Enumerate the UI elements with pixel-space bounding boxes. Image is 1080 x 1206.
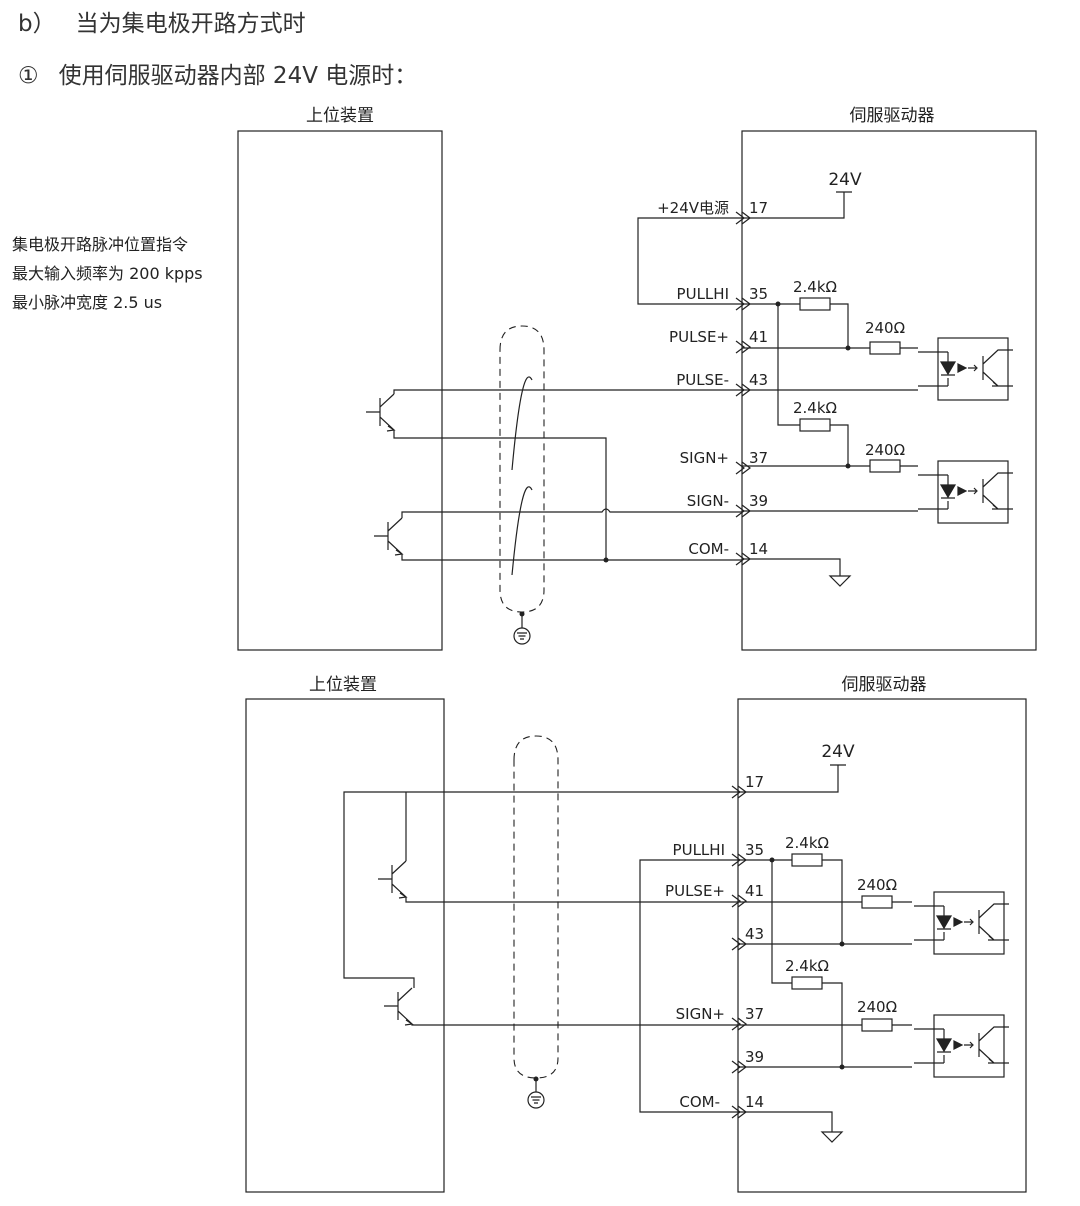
signal-label-pullhi: PULLHI <box>673 841 725 859</box>
optocoupler-sign-icon <box>913 1014 1010 1078</box>
resistor-2k4-pulse-label: 2.4kΩ <box>793 278 837 296</box>
pin-37: 37 <box>745 1005 764 1023</box>
resistor-2k4-sign-label: 2.4kΩ <box>785 957 829 975</box>
signal-label-sign-plus: SIGN+ <box>676 1005 725 1023</box>
transistor-sign-icon <box>373 517 403 556</box>
transistor-sign-icon <box>383 987 413 1026</box>
cable-shield <box>513 735 559 1079</box>
pulse-spec-note: 集电极开路脉冲位置指令 最大输入频率为 200 kpps 最小脉冲宽度 2.5 … <box>12 230 203 317</box>
transistor-pulse-icon <box>365 393 395 432</box>
pin-17: 17 <box>745 773 764 791</box>
pin-35: 35 <box>749 285 768 303</box>
signal-label-sign-plus: SIGN+ <box>680 449 729 467</box>
pullhi-internal <box>738 859 843 944</box>
drive-label: 伺服驱动器 <box>850 106 935 126</box>
resistor-240-pulse-label: 240Ω <box>857 876 897 894</box>
subsection-title: 使用伺服驱动器内部 24V 电源时： <box>58 63 418 89</box>
section-title: 当为集电极开路方式时 <box>75 11 306 37</box>
host-sign-emitter <box>411 1024 738 1026</box>
note-line-3: 最小脉冲宽度 2.5 us <box>12 293 163 312</box>
subsection-heading-1: ① 使用伺服驱动器内部 24V 电源时： <box>18 56 417 90</box>
host-pulse-collector <box>393 389 742 394</box>
resistor-240-sign <box>869 459 901 473</box>
com-ground <box>742 558 852 587</box>
signal-label-sign-minus: SIGN- <box>687 492 729 510</box>
host-pulse-emitter <box>405 897 738 903</box>
pullhi-com-jumper <box>639 859 738 1113</box>
pin-37: 37 <box>749 449 768 467</box>
note-line-1: 集电极开路脉冲位置指令 <box>12 235 189 254</box>
signal-label-com-minus: COM- <box>688 540 729 558</box>
optocoupler-sign-icon <box>917 460 1014 524</box>
pin-39: 39 <box>745 1048 764 1066</box>
pin-43: 43 <box>745 925 764 943</box>
signal-label-pulse-plus: PULSE+ <box>669 328 729 346</box>
optocoupler-pulse-icon <box>913 891 1010 955</box>
resistor-240-sign-label: 240Ω <box>865 441 905 459</box>
pullhi-jumper-wire <box>637 217 742 305</box>
pin-41: 41 <box>749 328 768 346</box>
host-device-box <box>245 698 445 1193</box>
transistor-pulse-icon <box>377 860 407 899</box>
resistor-240-sign-label: 240Ω <box>857 998 897 1016</box>
resistor-240-sign <box>861 1018 893 1032</box>
resistor-2k4-sign-label: 2.4kΩ <box>793 399 837 417</box>
servo-drive-box <box>737 698 1027 1193</box>
pullhi-internal <box>742 303 849 348</box>
host-label: 上位装置 <box>306 106 374 126</box>
twisted-pair-marks <box>511 376 533 576</box>
host-pulse-emitter <box>393 430 742 561</box>
pin-14: 14 <box>745 1093 764 1111</box>
supply-24v-wire <box>742 191 852 219</box>
supply-24v-label: 24V <box>828 170 862 190</box>
resistor-240-pulse-label: 240Ω <box>865 319 905 337</box>
resistor-240-pulse <box>869 341 901 355</box>
resistor-2k4-pulse-label: 2.4kΩ <box>785 834 829 852</box>
pin-17: 17 <box>749 199 768 217</box>
pin-39: 39 <box>749 492 768 510</box>
resistor-240-pulse <box>861 895 893 909</box>
supply-24v-wire <box>738 764 846 793</box>
diagram-1: 上位装置 伺服驱动器 24V +24V电源 17 PULLHI 35 PULSE… <box>237 106 1037 651</box>
signal-label-pullhi: PULLHI <box>677 285 729 303</box>
resistor-2k4-sign <box>791 976 823 990</box>
supply-24v-label: 24V <box>821 742 855 762</box>
drive-label: 伺服驱动器 <box>842 675 927 695</box>
host-supply-wire <box>343 791 738 988</box>
signal-label-pulse-minus: PULSE- <box>676 371 729 389</box>
pin-14: 14 <box>749 540 768 558</box>
section-number: b） <box>18 11 56 37</box>
host-sign-collector <box>401 508 742 518</box>
note-line-2: 最大输入频率为 200 kpps <box>12 264 203 283</box>
signal-label-pulse-plus: PULSE+ <box>665 882 725 900</box>
cable-shield <box>499 325 545 613</box>
subsection-number: ① <box>18 63 39 89</box>
signal-label-com-minus: COM- <box>679 1093 720 1111</box>
com-ground <box>738 1111 844 1143</box>
pin-41: 41 <box>745 882 764 900</box>
pin-35: 35 <box>745 841 764 859</box>
optocoupler-pulse-icon <box>917 337 1014 401</box>
section-heading-b: b） 当为集电极开路方式时 <box>18 4 306 38</box>
pullhi-sign-internal <box>777 304 849 466</box>
diagram-2: 上位装置 伺服驱动器 24V 17 PULLHI 35 PULSE+ 41 43… <box>245 675 1027 1193</box>
signal-label-24v: +24V电源 <box>657 199 729 217</box>
shield-ground-icon <box>527 1091 545 1109</box>
resistor-2k4-sign <box>799 418 831 432</box>
shield-ground-icon <box>513 627 531 645</box>
pin-43: 43 <box>749 371 768 389</box>
resistor-2k4-pulse <box>799 297 831 311</box>
host-label: 上位装置 <box>309 675 377 695</box>
host-sign-emitter <box>401 554 606 561</box>
pullhi-sign-internal <box>771 860 843 1067</box>
resistor-2k4-pulse <box>791 853 823 867</box>
